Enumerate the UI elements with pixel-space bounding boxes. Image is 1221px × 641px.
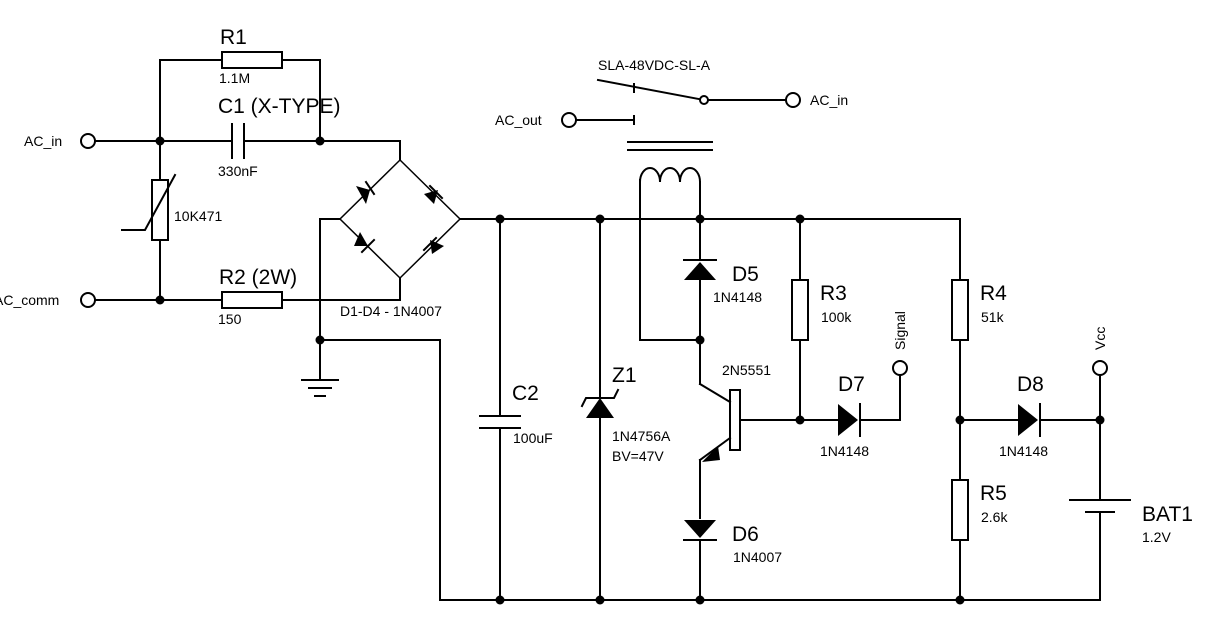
- signal-terminal: [892, 360, 908, 376]
- bat1-battery: [1069, 499, 1131, 513]
- relay-label: SLA-48VDC-SL-A: [598, 57, 711, 73]
- signal-label: Signal: [892, 311, 908, 350]
- bridge-rectifier: [338, 158, 462, 280]
- vcc-label: Vcc: [1092, 327, 1108, 350]
- d5-value: 1N4148: [713, 289, 762, 305]
- relay: [575, 78, 787, 341]
- relay-ac-in-label: AC_in: [810, 92, 848, 108]
- r3-value: 100k: [821, 309, 852, 325]
- d7-ref: D7: [838, 373, 865, 396]
- ground-icon: [301, 379, 339, 397]
- ac-in-label: AC_in: [24, 133, 62, 149]
- r1-value: 1.1M: [219, 70, 250, 86]
- r5-ref: R5: [980, 482, 1007, 505]
- relay-ac-in-terminal: [785, 92, 801, 108]
- d8-ref: D8: [1017, 373, 1044, 396]
- d8-value: 1N4148: [999, 443, 1048, 459]
- r4-resistor: [951, 279, 969, 341]
- c2-value: 100uF: [513, 430, 553, 446]
- ac-out-label: AC_out: [495, 112, 542, 128]
- r3-ref: R3: [820, 282, 847, 305]
- bridge-label: D1-D4 - 1N4007: [340, 303, 442, 319]
- r4-value: 51k: [981, 309, 1005, 325]
- z1-bv: BV=47V: [612, 448, 664, 464]
- d5-diode: [683, 259, 717, 280]
- ac-out-terminal: [561, 112, 577, 128]
- z1-value: 1N4756A: [612, 428, 671, 444]
- bat1-ref: BAT1: [1142, 503, 1193, 526]
- ac-comm-terminal: [80, 292, 96, 308]
- r2-resistor: [221, 291, 283, 309]
- q1-value: 2N5551: [722, 362, 771, 378]
- c1-value: 330nF: [218, 163, 258, 179]
- d7-diode: [838, 403, 861, 437]
- vcc-terminal: [1092, 360, 1108, 376]
- c2-capacitor: [479, 415, 521, 429]
- c1-ref: C1 (X-TYPE): [218, 95, 341, 118]
- r5-resistor: [951, 479, 969, 541]
- d6-ref: D6: [732, 523, 759, 546]
- ac-comm-label: AC_comm: [0, 292, 59, 308]
- r2-value: 150: [218, 311, 242, 327]
- r1-ref: R1: [220, 26, 247, 49]
- junction-dots: [155, 136, 1105, 605]
- varistor-value: 10K471: [174, 208, 222, 224]
- z1-zener: [580, 388, 620, 418]
- r4-ref: R4: [980, 282, 1007, 305]
- d6-diode: [683, 520, 717, 541]
- r3-resistor: [791, 279, 809, 341]
- bat1-value: 1.2V: [1142, 529, 1171, 545]
- r1-resistor: [221, 51, 283, 69]
- main-rails: [439, 218, 1101, 601]
- q1-transistor: [702, 389, 741, 462]
- r2-ref: R2 (2W): [219, 266, 297, 289]
- d8-diode: [1018, 403, 1041, 437]
- varistor: [121, 173, 177, 241]
- z1-ref: Z1: [612, 364, 637, 387]
- d6-value: 1N4007: [733, 549, 782, 565]
- ac-in-terminal: [80, 133, 96, 149]
- c1-capacitor: [231, 123, 245, 159]
- input-wiring: [95, 59, 961, 601]
- r5-value: 2.6k: [981, 509, 1008, 525]
- c2-ref: C2: [512, 382, 539, 405]
- d5-ref: D5: [732, 263, 759, 286]
- d7-value: 1N4148: [820, 443, 869, 459]
